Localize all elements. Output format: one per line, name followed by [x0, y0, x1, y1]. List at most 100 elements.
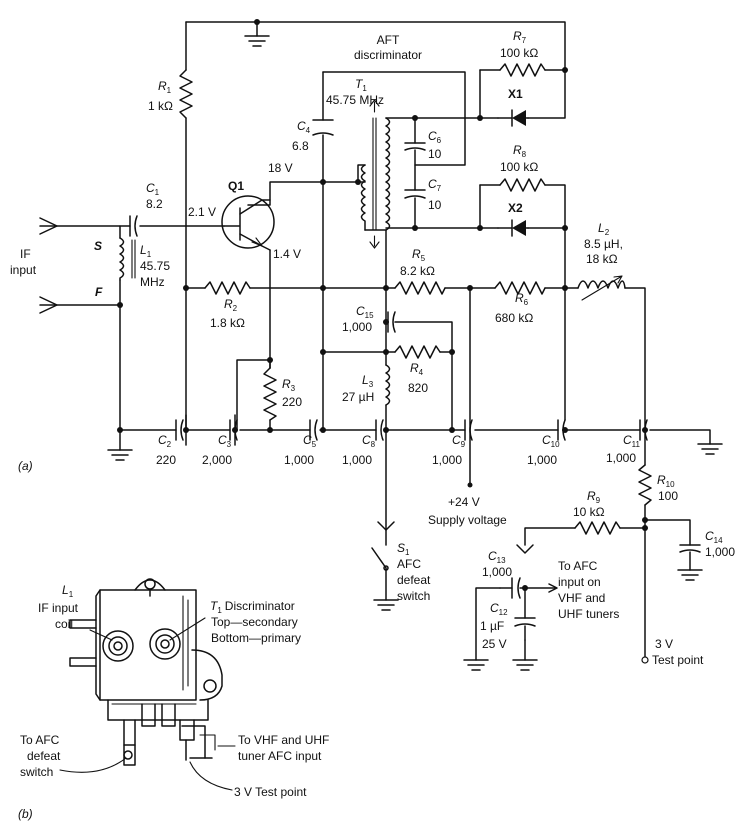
- discriminator-title-1: AFT: [377, 33, 400, 47]
- r2-value: 1.8 kΩ: [210, 316, 245, 330]
- c6-value: 10: [428, 147, 442, 161]
- ground-c13: [463, 659, 489, 671]
- l3-label: L3: [362, 373, 374, 389]
- r1-value: 1 kΩ: [148, 99, 173, 113]
- resistors: [179, 63, 652, 535]
- b-tuner-2: tuner AFC input: [238, 749, 322, 763]
- r1-label: R1: [158, 79, 172, 95]
- c2-label: C2: [158, 433, 172, 449]
- part-b-label: (b): [18, 807, 33, 821]
- q1-transistor: [221, 195, 275, 251]
- b-t1-line-2: Top—secondary: [211, 615, 298, 629]
- afc-input-1: To AFC: [558, 559, 598, 573]
- r8-value: 100 kΩ: [500, 160, 538, 174]
- x2-label: X2: [508, 201, 523, 215]
- component-labels: AFT discriminator R1 1 kΩ R7 100 kΩ X1 T…: [10, 29, 735, 667]
- wires: [39, 21, 711, 661]
- l1-coil: [119, 237, 125, 281]
- c12-label: C12: [490, 601, 508, 617]
- test-point-2: Test point: [652, 653, 704, 667]
- q1-base-voltage: 2.1 V: [188, 205, 216, 219]
- c4-capacitor: [312, 119, 334, 136]
- c14-value: 1,000: [705, 545, 735, 559]
- c2-capacitor: [175, 419, 184, 441]
- ground-right: [697, 443, 723, 455]
- s1-line-3: switch: [397, 589, 430, 603]
- c12-value-1: 1 µF: [480, 619, 504, 633]
- t1-primary: [360, 164, 366, 231]
- ground-c14: [677, 569, 703, 581]
- b-test-point: 3 V Test point: [234, 785, 307, 799]
- r5-value: 8.2 kΩ: [400, 264, 435, 278]
- c14-label: C14: [705, 529, 723, 545]
- r6-value: 680 kΩ: [495, 311, 533, 325]
- r2-resistor: [204, 281, 251, 295]
- afc-input-2: input on: [558, 575, 601, 589]
- c3-label: C3: [218, 433, 232, 449]
- r9-value: 10 kΩ: [573, 505, 605, 519]
- s1-label: S1: [397, 541, 410, 557]
- discriminator-title-2: discriminator: [354, 48, 422, 62]
- t1-label: T1: [355, 77, 367, 93]
- q1-label: Q1: [228, 179, 244, 193]
- c1-capacitor: [129, 215, 138, 237]
- l3-value: 27 µH: [342, 390, 374, 404]
- junction-dots: [117, 19, 649, 664]
- c1-value: 8.2: [146, 197, 163, 211]
- r7-label: R7: [513, 29, 527, 45]
- pin-f-label: F: [95, 285, 103, 299]
- c12-capacitor: [514, 617, 536, 641]
- r7-resistor: [499, 63, 546, 77]
- q1-collector-voltage: 18 V: [268, 161, 293, 175]
- supply-voltage-2: Supply voltage: [428, 513, 507, 527]
- t1-secondary: [385, 117, 391, 231]
- input-arrows: [39, 217, 558, 593]
- afc-input-3: VHF and: [558, 591, 605, 605]
- c15-value: 1,000: [342, 320, 372, 334]
- x1-diode: [497, 109, 529, 127]
- r9-label: R9: [587, 489, 601, 505]
- afc-output-arrow: [548, 583, 558, 593]
- r3-label: R3: [282, 377, 296, 393]
- c8-label: C8: [362, 433, 376, 449]
- r4-label: R4: [410, 361, 424, 377]
- can-body: [69, 578, 223, 766]
- c4-value: 6.8: [292, 139, 309, 153]
- part-a-label: (a): [18, 459, 33, 473]
- c15-label: C15: [356, 304, 374, 320]
- if-input-arrow-bottom: [39, 296, 58, 314]
- c5-value: 1,000: [284, 453, 314, 467]
- r10-value: 100: [658, 489, 678, 503]
- b-l1-label: L1: [62, 583, 74, 599]
- c3-value: 2,000: [202, 453, 232, 467]
- c8-value: 1,000: [342, 453, 372, 467]
- s1-line-1: AFC: [397, 557, 421, 571]
- b-afc-defeat-2: defeat: [27, 749, 61, 763]
- b-t1-line-3: Bottom—primary: [211, 631, 301, 645]
- c14-capacitor: [679, 544, 701, 571]
- r5-resistor: [394, 281, 446, 295]
- s1-switch: [371, 529, 389, 571]
- c4-label: C4: [297, 119, 311, 135]
- c9-label: C9: [452, 433, 466, 449]
- r6-resistor: [494, 281, 546, 295]
- l3-coil: [385, 364, 391, 406]
- afc-input-4: UHF tuners: [558, 607, 619, 621]
- ground-top: [244, 35, 270, 47]
- c7-label: C7: [428, 177, 442, 193]
- c11-label: C11: [623, 433, 641, 449]
- c13-label: C13: [488, 549, 506, 565]
- l2-coil: [577, 280, 626, 289]
- c8-capacitor: [375, 419, 384, 441]
- b-afc-defeat-3: switch: [20, 765, 53, 779]
- c1-label: C1: [146, 181, 160, 197]
- c10-value: 1,000: [527, 453, 557, 467]
- ground-left: [107, 449, 133, 461]
- b-tuner-1: To VHF and UHF: [238, 733, 329, 747]
- r9-resistor: [574, 521, 621, 535]
- c5-capacitor: [309, 419, 318, 441]
- l1-label: L1: [140, 243, 152, 259]
- r6-label: R6: [515, 291, 529, 307]
- l1-core: [131, 239, 136, 279]
